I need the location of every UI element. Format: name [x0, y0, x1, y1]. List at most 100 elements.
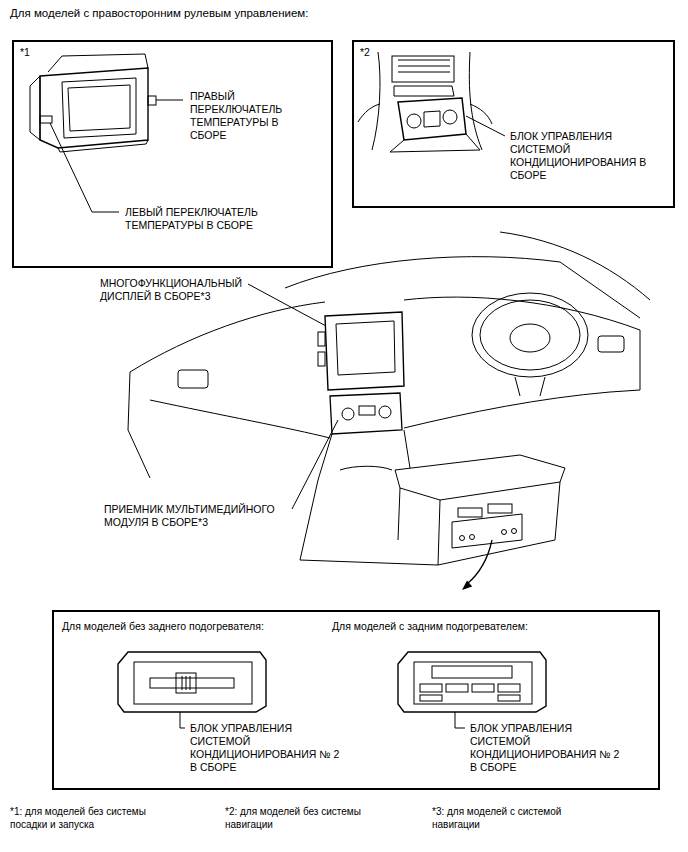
console-illustration	[390, 150, 480, 152]
dashboard-illustration	[404, 430, 410, 468]
dashboard-illustration	[472, 293, 588, 377]
footnote: *1: для моделей без системы посадки и за…	[10, 806, 175, 831]
leader-line	[248, 284, 338, 509]
dashboard-illustration	[438, 482, 560, 565]
console-illustration	[390, 134, 480, 152]
rear-control-illustration	[414, 662, 532, 704]
part-label: БЛОК УПРАВЛЕНИЯ СИСТЕМОЙ КОНДИЦИОНИРОВАН…	[470, 722, 626, 774]
display-illustration	[62, 78, 136, 138]
dashboard-illustration	[480, 300, 580, 370]
dashboard-illustration	[340, 466, 392, 470]
dashboard-illustration	[610, 330, 640, 392]
dashboard-illustration	[500, 232, 650, 300]
dashboard-illustration	[325, 312, 404, 390]
dashboard-illustration	[130, 302, 325, 372]
inset-frame: *1ПРАВЫЙ ПЕРЕКЛЮЧАТЕЛЬ ТЕМПЕРАТУРЫ В СБО…	[12, 40, 333, 268]
console-illustration	[398, 60, 450, 72]
box-heading: *1	[20, 46, 30, 59]
rear-control-illustration	[472, 684, 494, 692]
part-label: ЛЕВЫЙ ПЕРЕКЛЮЧАТЕЛЬ ТЕМПЕРАТУРЫ В СБОРЕ	[125, 206, 277, 232]
rear-control-illustration	[498, 695, 520, 701]
dashboard-illustration	[359, 406, 375, 415]
leader-line	[156, 100, 183, 101]
console-illustration	[443, 110, 457, 124]
dashboard-illustration	[285, 257, 560, 288]
rear-control-illustration	[134, 662, 252, 704]
part-label: БЛОК УПРАВЛЕНИЯ СИСТЕМОЙ КОНДИЦИОНИРОВАН…	[510, 130, 650, 182]
dashboard-illustration	[336, 321, 395, 375]
footnote: *2: для моделей без системы навигации	[225, 806, 390, 831]
rear-control-illustration	[118, 652, 546, 712]
inset-frame: *2БЛОК УПРАВЛЕНИЯ СИСТЕМОЙ КОНДИЦИОНИРОВ…	[352, 40, 675, 208]
rear-control-illustration	[150, 678, 234, 688]
page-title: Для моделей с правосторонним рулевым упр…	[10, 6, 308, 20]
part-label: ПРАВЫЙ ПЕРЕКЛЮЧАТЕЛЬ ТЕМПЕРАТУРЫ В СБОРЕ	[190, 90, 294, 142]
pointer-arrow	[462, 540, 492, 590]
dashboard-illustration	[502, 530, 507, 535]
part-label: Для моделей с задним подогревателем:	[332, 620, 528, 633]
console-illustration	[358, 52, 492, 152]
rear-control-illustration	[446, 684, 468, 692]
dashboard-illustration	[512, 529, 517, 534]
footnote: *3: для моделей с системой навигации	[432, 806, 597, 831]
pointer-arrow	[467, 540, 492, 584]
dashboard-illustration	[178, 370, 208, 388]
dashboard-illustration	[510, 324, 550, 352]
rear-control-illustration	[420, 695, 442, 701]
leader-line	[248, 284, 326, 326]
dashboard-illustration	[470, 535, 475, 540]
console-illustration	[407, 114, 421, 128]
dashboard-illustration	[488, 504, 512, 513]
dashboard-illustration	[598, 336, 624, 352]
dashboard-illustration	[398, 488, 400, 540]
console-illustration	[358, 104, 380, 122]
dashboard-illustration	[404, 392, 610, 428]
box-heading: *2	[360, 46, 370, 59]
part-label: БЛОК УПРАВЛЕНИЯ СИСТЕМОЙ КОНДИЦИОНИРОВАН…	[190, 722, 346, 774]
leader-line	[180, 712, 185, 728]
dashboard-illustration	[458, 508, 482, 517]
dashboard-illustration	[395, 455, 565, 500]
dashboard-illustration	[318, 332, 325, 346]
display-illustration	[58, 140, 148, 152]
rear-control-illustration	[498, 684, 520, 692]
dashboard-illustration	[452, 514, 522, 548]
leader-line	[466, 116, 505, 136]
part-label: ПРИЕМНИК МУЛЬТИМЕДИЙНОГО МОДУЛЯ В СБОРЕ*…	[104, 503, 292, 529]
console-illustration	[392, 56, 454, 82]
leader-line	[455, 712, 465, 728]
pointer-arrow	[462, 581, 472, 591]
display-illustration	[148, 96, 156, 105]
rear-control-illustration	[432, 666, 512, 678]
display-illustration	[68, 85, 130, 131]
dashboard-illustration	[515, 377, 545, 396]
leader-line	[50, 123, 119, 212]
rear-control-illustration	[176, 673, 196, 693]
dashboard-illustration	[379, 406, 391, 418]
leader-line	[466, 116, 505, 136]
dashboard-illustration	[150, 400, 330, 438]
rear-control-illustration	[398, 652, 546, 712]
console-illustration	[372, 52, 380, 150]
leader-line	[50, 100, 183, 212]
dashboard-illustration	[318, 352, 325, 366]
dashboard-illustration	[342, 408, 354, 420]
box-heading: Для моделей без заднего подогревателя:	[62, 620, 264, 633]
dashboard-illustration	[128, 372, 150, 478]
rear-control-illustration	[118, 652, 266, 712]
leader-line	[292, 420, 338, 509]
console-illustration	[470, 104, 492, 124]
variant-frame: Для моделей без заднего подогревателя: Дл…	[52, 610, 660, 790]
console-illustration	[394, 86, 454, 96]
dashboard-illustration	[460, 536, 465, 541]
dashboard-illustration	[330, 393, 402, 434]
rear-control-illustration	[182, 676, 190, 690]
display-illustration	[40, 116, 52, 123]
console-illustration	[398, 98, 466, 140]
rear-control-illustration	[420, 684, 442, 692]
display-illustration	[30, 54, 156, 152]
console-illustration	[424, 111, 440, 127]
display-illustration	[30, 76, 40, 140]
dashboard-illustration	[300, 560, 438, 565]
